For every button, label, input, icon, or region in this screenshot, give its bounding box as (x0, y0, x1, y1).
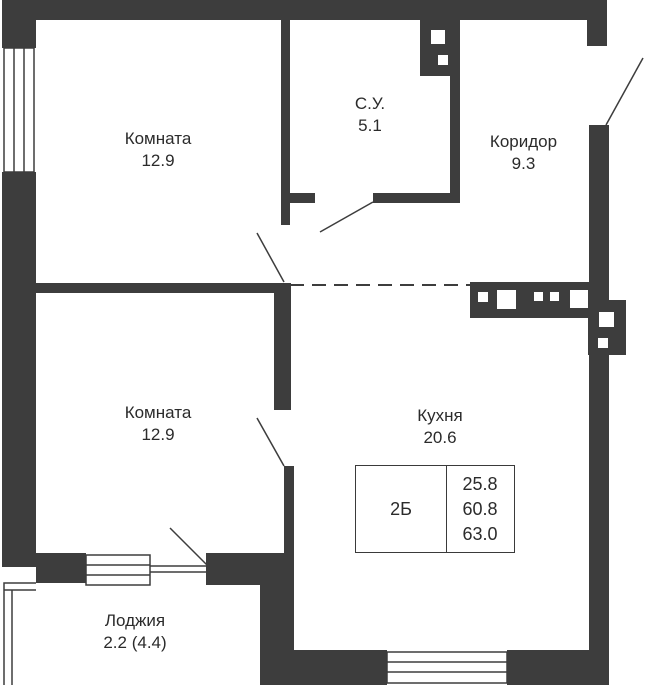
total-area: 60.8 (462, 499, 498, 519)
room2-name: Комната (124, 403, 192, 422)
loggia-outline (3, 582, 290, 685)
shaft-openings (431, 30, 614, 348)
corridor-label: Коридор 9.3 (466, 131, 581, 175)
room2-area: 12.9 (141, 425, 175, 444)
wall-room2-bottom-left (36, 553, 86, 583)
shaft-block (420, 20, 460, 76)
apartment-areas: 25.8 60.8 63.0 (447, 472, 513, 547)
door-swings (169, 57, 644, 567)
apartment-info-box: 2Б 25.8 60.8 63.0 (355, 465, 515, 553)
top-right-wall-stub (587, 0, 607, 46)
wall-room1-bath (281, 20, 290, 225)
top-wall (2, 0, 605, 20)
left-wall-middle (2, 172, 36, 567)
loggia-window (85, 554, 206, 586)
bathroom-label: С.У. 5.1 (315, 93, 425, 137)
left-window (3, 47, 35, 173)
door-entrance (605, 57, 644, 126)
door-room2 (256, 417, 285, 467)
kitchen-label: Кухня 20.6 (380, 405, 500, 449)
living-area: 25.8 (462, 474, 498, 494)
door-bathroom (319, 201, 374, 233)
loggia-label: Лоджия 2.2 (4.4) (60, 610, 210, 654)
bathroom-name: С.У. (354, 94, 386, 113)
door-room1 (256, 232, 285, 283)
room1-name: Комната (124, 129, 192, 148)
door-loggia (169, 527, 209, 567)
loggia-side-wall (260, 583, 290, 685)
kitchen-name: Кухня (417, 406, 463, 425)
kitchen-window (386, 651, 508, 684)
room2-label: Комната 12.9 (88, 402, 228, 446)
total-area-with-loggia: 63.0 (462, 524, 498, 544)
bathroom-area: 5.1 (358, 116, 382, 135)
wall-room2-bottom-right (206, 553, 294, 585)
left-wall-upper (2, 0, 36, 48)
room1-label: Комната 12.9 (88, 128, 228, 172)
loggia-name: Лоджия (104, 611, 166, 630)
bath-wall-stub (290, 193, 315, 203)
bottom-wall-left (290, 650, 387, 685)
corridor-name: Коридор (489, 132, 558, 151)
room1-area: 12.9 (141, 151, 175, 170)
right-wall-outer (604, 125, 609, 685)
bottom-wall-right (507, 650, 607, 685)
wall-room1-room2 (36, 283, 291, 293)
corridor-area: 9.3 (511, 154, 536, 173)
interior-walls (36, 20, 626, 685)
apartment-type: 2Б (356, 466, 447, 552)
bath-bottom-wall (373, 193, 460, 203)
wall-room2-kitchen-upper (274, 283, 291, 410)
outer-walls (2, 0, 609, 685)
kitchen-area: 20.6 (423, 428, 457, 447)
bath-right-wall (450, 20, 460, 203)
loggia-area: 2.2 (4.4) (103, 633, 167, 652)
